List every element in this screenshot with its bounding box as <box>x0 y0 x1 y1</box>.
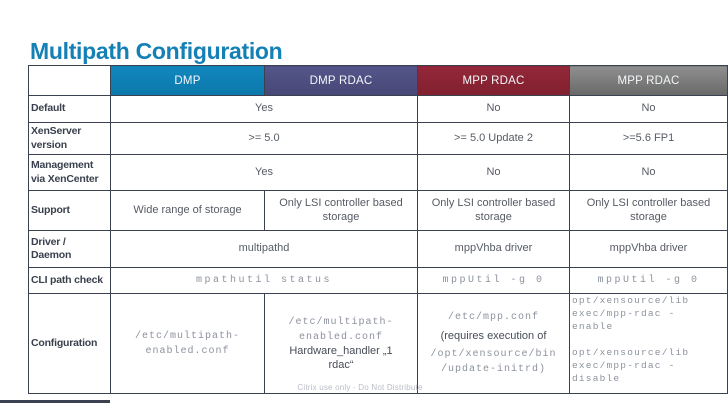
config-mpprdac-path: /etc/mpp.conf <box>447 311 539 323</box>
cell-cli-dmp-merged: mpathutil status <box>110 267 418 294</box>
config-dmprdac-handler-line2: rdac“ <box>328 358 354 371</box>
cell-default-mpp-rdac: No <box>417 95 570 123</box>
config-alt-disable-line2: exec/mpp-rdac - <box>572 360 676 371</box>
cell-support-mpp-rdac-alt: Only LSI controller based storage <box>569 190 728 231</box>
cell-config-mpp-rdac-alt: opt/xensource/lib exec/mpp-rdac - enable… <box>569 293 728 394</box>
cell-version-dmp-merged: >= 5.0 <box>110 122 418 155</box>
table-corner-spacer <box>28 65 111 96</box>
cell-config-dmp-rdac: /etc/multipath- enabled.conf Hardware_ha… <box>264 293 418 394</box>
row-label-xenserver-version: XenServer version <box>28 122 111 155</box>
row-label-default: Default <box>28 95 111 123</box>
config-mpprdac-cmd-line2: /update-initrd) <box>440 364 546 376</box>
config-dmp-path-line2: enabled.conf <box>145 345 230 357</box>
column-header-dmp: DMP <box>110 65 265 96</box>
slide-title: Multipath Configuration <box>30 38 283 64</box>
config-dmprdac-path-line2: enabled.conf <box>298 332 383 343</box>
config-dmp-path-line1: /etc/multipath- <box>134 330 240 342</box>
table-row-cli-path-check: CLI path check mpathutil status mppUtil … <box>28 267 728 294</box>
config-alt-disable-line3: disable <box>572 373 621 384</box>
config-alt-enable-line2: exec/mpp-rdac - <box>572 308 676 319</box>
config-dmprdac-handler-line1: Hardware_handler „1 <box>289 345 393 357</box>
cell-cli-mpp-rdac: mppUtil -g 0 <box>417 267 570 294</box>
table-row-xenserver-version: XenServer version >= 5.0 >= 5.0 Update 2… <box>28 122 728 155</box>
header-row: DMP DMP RDAC MPP RDAC MPP RDAC <box>28 65 728 96</box>
cell-default-dmp-merged: Yes <box>110 95 418 123</box>
cell-support-mpp-rdac: Only LSI controller based storage <box>417 190 570 231</box>
table-row-management: Management via XenCenter Yes No No <box>28 154 728 191</box>
table-row-driver-daemon: Driver / Daemon multipathd mppVhba drive… <box>28 230 728 268</box>
footer-bar <box>0 400 110 403</box>
table-row-support: Support Wide range of storage Only LSI c… <box>28 190 728 231</box>
cell-config-dmp: /etc/multipath- enabled.conf <box>110 293 265 394</box>
table-row-configuration: Configuration /etc/multipath- enabled.co… <box>28 293 728 394</box>
config-alt-gap <box>572 333 725 346</box>
config-mpprdac-cmd-line1: /opt/xensource/bin <box>430 349 557 361</box>
config-dmprdac-path-line1: /etc/multipath- <box>288 317 394 328</box>
config-alt-enable-line1: opt/xensource/lib <box>572 295 690 306</box>
column-header-mpp-rdac: MPP RDAC <box>417 65 570 96</box>
watermark-text: Citrix use only - Do Not Distribute <box>297 383 423 392</box>
cell-support-dmp: Wide range of storage <box>110 190 265 231</box>
cell-version-mpp-rdac: >= 5.0 Update 2 <box>417 122 570 155</box>
config-alt-enable-line3: enable <box>572 321 614 332</box>
multipath-comparison-table: DMP DMP RDAC MPP RDAC MPP RDAC Default Y… <box>28 65 728 394</box>
column-header-mpp-rdac-alt: MPP RDAC <box>569 65 728 96</box>
row-label-management: Management via XenCenter <box>28 154 111 191</box>
row-label-configuration: Configuration <box>28 293 111 394</box>
column-header-dmp-rdac: DMP RDAC <box>264 65 418 96</box>
row-label-driver-daemon: Driver / Daemon <box>28 230 111 268</box>
config-alt-disable-line1: opt/xensource/lib <box>572 347 690 358</box>
cell-mgmt-mpp-rdac-alt: No <box>569 154 728 191</box>
cell-cli-mpp-rdac-alt: mppUtil -g 0 <box>569 267 728 294</box>
table-row-default: Default Yes No No <box>28 95 728 123</box>
cell-config-mpp-rdac: /etc/mpp.conf (requires execution of /op… <box>417 293 570 394</box>
cell-driver-mpp-rdac: mppVhba driver <box>417 230 570 268</box>
cell-mgmt-dmp-merged: Yes <box>110 154 418 191</box>
row-label-cli-path-check: CLI path check <box>28 267 111 294</box>
cell-driver-dmp-merged: multipathd <box>110 230 418 268</box>
config-mpprdac-note: (requires execution of <box>440 329 547 342</box>
cell-driver-mpp-rdac-alt: mppVhba driver <box>569 230 728 268</box>
cell-mgmt-mpp-rdac: No <box>417 154 570 191</box>
cell-version-mpp-rdac-alt: >=5.6 FP1 <box>569 122 728 155</box>
row-label-support: Support <box>28 190 111 231</box>
cell-default-mpp-rdac-alt: No <box>569 95 728 123</box>
cell-support-dmp-rdac: Only LSI controller based storage <box>264 190 418 231</box>
